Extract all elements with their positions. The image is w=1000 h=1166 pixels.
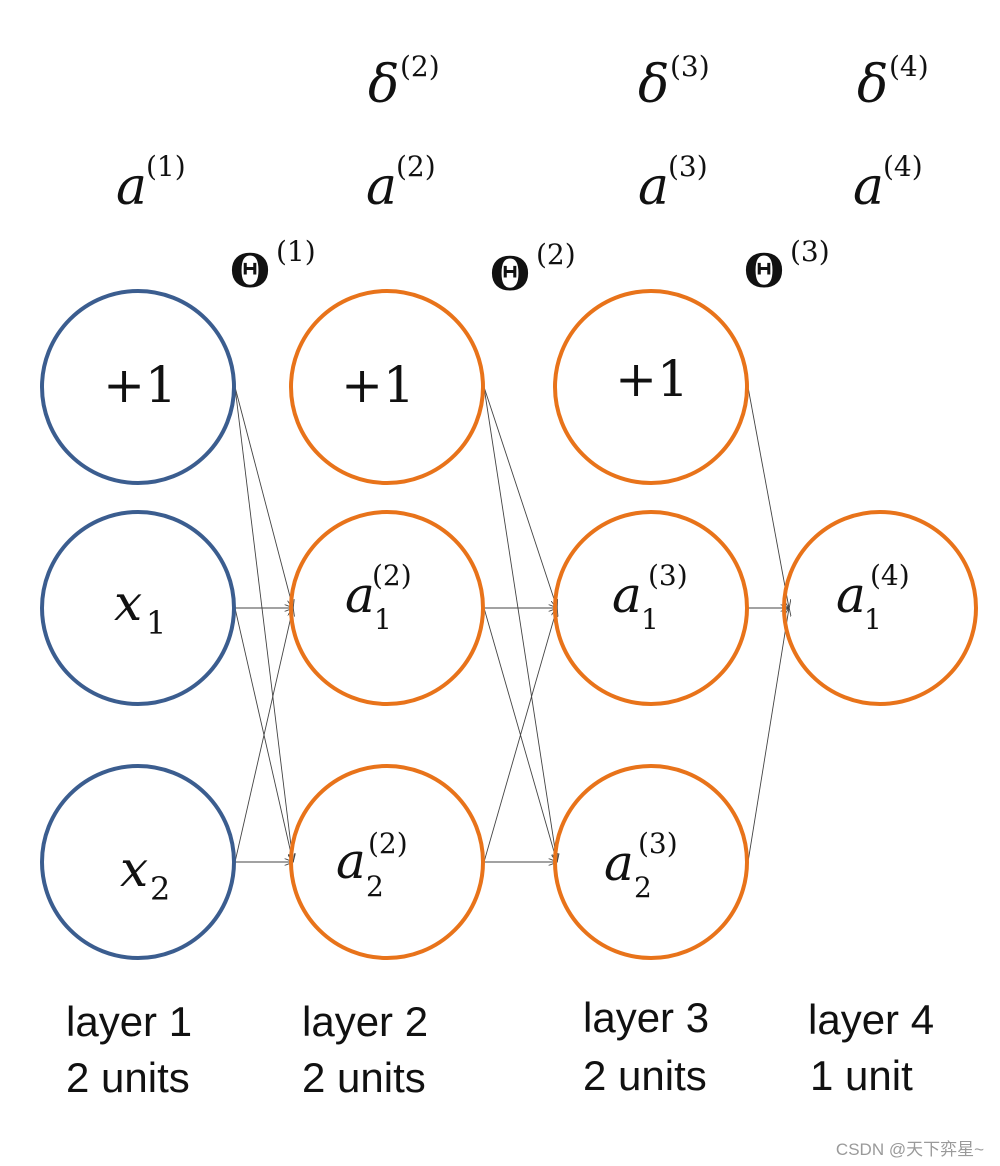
connections-theta-1	[234, 386, 293, 863]
edge-l2-bias-to-a1	[483, 386, 557, 608]
theta-2-superscript: (2)	[536, 238, 576, 271]
theta-row: Θ (1) Θ (2) Θ (3)	[230, 235, 830, 301]
delta-layer-3-superscript: (3)	[670, 50, 710, 83]
node-layer2-a1	[289, 510, 485, 706]
edge-l3-bias-to-a1	[747, 386, 789, 608]
node-layer1-x2	[40, 764, 236, 960]
node-layer3-a2-superscript: (3)	[638, 827, 678, 860]
node-layer2-a2	[289, 764, 485, 960]
node-layer3-bias	[553, 289, 749, 485]
node-layer1-bias	[40, 289, 236, 485]
activation-layer-3-symbol: a	[638, 157, 669, 217]
node-layer1-bias-label: +1	[103, 356, 177, 414]
delta-layer-4-superscript: (4)	[889, 50, 929, 83]
activation-layer-3-superscript: (3)	[668, 150, 708, 183]
edge-l3-a2-to-a1	[747, 608, 789, 863]
node-layer3-a2-base: a	[604, 834, 634, 892]
node-layer2-a2-base: a	[336, 832, 366, 890]
node-layer2-a1-subscript: 1	[374, 603, 392, 636]
delta-layer-2-symbol: δ	[368, 55, 399, 115]
node-layer1-x1-base: x	[114, 574, 142, 632]
layer-4-name: layer 4	[808, 996, 934, 1043]
activation-layer-4-superscript: (4)	[883, 150, 923, 183]
activation-layer-4-symbol: a	[853, 157, 884, 217]
node-layer3-a2	[553, 764, 749, 960]
node-layer2-a1-base: a	[345, 566, 375, 624]
node-layer4-a1-superscript: (4)	[870, 559, 910, 592]
theta-1-symbol: Θ	[230, 244, 270, 298]
layer-4-units: 1 unit	[810, 1052, 913, 1099]
activation-row: a (1) a (2) a (3) a (4)	[116, 150, 923, 217]
layer-3-units: 2 units	[583, 1052, 707, 1099]
layer-3-name: layer 3	[583, 994, 709, 1041]
node-layer2-a2-superscript: (2)	[368, 827, 408, 860]
layer-1-name: layer 1	[66, 998, 192, 1045]
theta-2-symbol: Θ	[490, 247, 530, 301]
delta-row: δ (2) δ (3) δ (4)	[368, 50, 929, 115]
activation-layer-2-superscript: (2)	[396, 150, 436, 183]
node-layer4-a1	[782, 510, 978, 706]
layer-2-nodes: +1 a 1 (2) a 2 (2)	[289, 289, 485, 960]
edge-l2-bias-to-a2	[483, 386, 557, 862]
node-layer3-a1-base: a	[612, 566, 642, 624]
node-layer2-bias	[289, 289, 485, 485]
delta-layer-2-superscript: (2)	[400, 50, 440, 83]
node-layer1-x2-base: x	[120, 840, 148, 898]
edge-l1-x2-to-a1	[234, 608, 293, 863]
node-layer3-a1-subscript: 1	[641, 603, 659, 636]
edge-l1-bias-to-a1	[234, 386, 293, 608]
theta-3-superscript: (3)	[790, 235, 830, 268]
watermark: CSDN @天下弈星~	[836, 1140, 984, 1159]
node-layer3-a2-subscript: 2	[634, 871, 652, 904]
node-layer1-x1	[40, 510, 236, 706]
activation-layer-1-superscript: (1)	[146, 150, 186, 183]
theta-3-symbol: Θ	[744, 244, 784, 298]
theta-1-superscript: (1)	[276, 235, 316, 268]
delta-layer-3-symbol: δ	[638, 55, 669, 115]
layer-3-nodes: +1 a 1 (3) a 2 (3)	[553, 289, 749, 960]
node-layer2-a1-superscript: (2)	[372, 559, 412, 592]
connections-theta-2	[483, 386, 557, 863]
node-layer3-a1	[553, 510, 749, 706]
edge-l2-a2-to-a1	[483, 608, 557, 863]
node-layer1-x2-subscript: 2	[150, 870, 170, 908]
node-layer4-a1-subscript: 1	[864, 603, 882, 636]
layer-captions: layer 1 2 units layer 2 2 units layer 3 …	[66, 994, 934, 1101]
edge-l1-bias-to-a2	[234, 386, 293, 862]
node-layer3-bias-label: +1	[615, 350, 689, 408]
node-layer4-a1-base: a	[836, 566, 866, 624]
node-layer2-bias-label: +1	[341, 356, 415, 414]
layer-2-units: 2 units	[302, 1054, 426, 1101]
layer-2-name: layer 2	[302, 998, 428, 1045]
layer-4-nodes: a 1 (4)	[782, 510, 978, 706]
node-layer1-x1-subscript: 1	[146, 604, 166, 642]
layer-1-units: 2 units	[66, 1054, 190, 1101]
layer-1-nodes: +1 x 1 x 2	[40, 289, 236, 960]
activation-layer-2-symbol: a	[366, 157, 397, 217]
activation-layer-1-symbol: a	[116, 157, 147, 217]
node-layer2-a2-subscript: 2	[366, 870, 384, 903]
node-layer3-a1-superscript: (3)	[648, 559, 688, 592]
delta-layer-4-symbol: δ	[857, 55, 888, 115]
connections-theta-3	[747, 386, 789, 863]
